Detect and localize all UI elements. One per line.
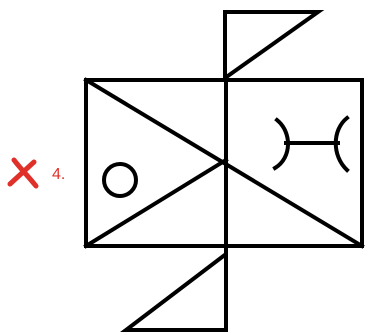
circle-symbol: [102, 162, 138, 198]
upper-flag-triangle: [223, 10, 325, 82]
lower-flag-triangle: [120, 249, 228, 332]
question-number-label: 4.: [52, 166, 65, 183]
double-arc-symbol: [272, 115, 350, 173]
cross-mark-icon: [7, 157, 39, 189]
diagonal-line-b: [83, 157, 229, 249]
question-marker: 4.: [7, 157, 65, 189]
